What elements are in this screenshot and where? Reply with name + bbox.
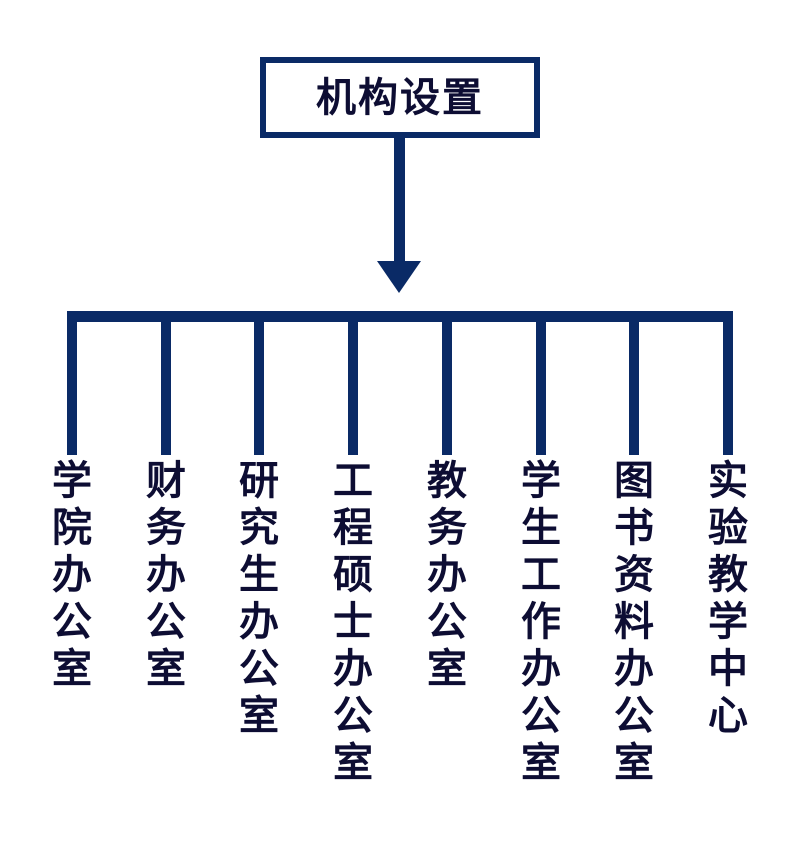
branch-stem-6 [536, 322, 546, 455]
leaf-node-char: 室 [52, 646, 92, 692]
leaf-node-char: 办 [239, 599, 279, 645]
leaf-node-char: 工 [333, 458, 373, 504]
leaf-node-char: 公 [52, 599, 92, 645]
leaf-node-char: 实 [708, 458, 748, 504]
leaf-node-char: 公 [521, 693, 561, 739]
leaf-node-char: 公 [427, 599, 467, 645]
leaf-node-char: 中 [708, 646, 748, 692]
leaf-node-char: 验 [708, 505, 748, 551]
leaf-node-5[interactable]: 教务办公室 [419, 458, 475, 693]
leaf-node-char: 办 [521, 646, 561, 692]
leaf-node-char: 作 [521, 599, 561, 645]
leaf-node-char: 生 [239, 552, 279, 598]
leaf-node-char: 办 [614, 646, 654, 692]
branch-stem-8 [723, 322, 733, 455]
leaf-node-7[interactable]: 图书资料办公室 [606, 458, 662, 787]
leaf-node-char: 室 [614, 740, 654, 786]
leaf-node-char: 硕 [333, 552, 373, 598]
leaf-node-8[interactable]: 实验教学中心 [700, 458, 756, 740]
root-node-label: 机构设置 [316, 74, 484, 121]
leaf-node-char: 办 [427, 552, 467, 598]
leaf-node-char: 教 [708, 552, 748, 598]
arrow-head-icon [377, 261, 421, 293]
leaf-node-char: 室 [146, 646, 186, 692]
leaf-node-char: 公 [146, 599, 186, 645]
branch-stem-3 [254, 322, 264, 455]
leaf-node-char: 生 [521, 505, 561, 551]
leaf-node-char: 士 [333, 599, 373, 645]
leaf-node-char: 书 [614, 505, 654, 551]
leaf-node-char: 办 [333, 646, 373, 692]
leaf-node-6[interactable]: 学生工作办公室 [513, 458, 569, 787]
branch-stem-2 [161, 322, 171, 455]
leaf-node-char: 办 [146, 552, 186, 598]
arrow-stem [394, 138, 405, 264]
leaf-node-char: 务 [146, 505, 186, 551]
leaf-node-4[interactable]: 工程硕士办公室 [325, 458, 381, 787]
leaf-node-char: 务 [427, 505, 467, 551]
leaf-node-char: 室 [427, 646, 467, 692]
branch-stem-1 [67, 322, 77, 455]
branch-stem-5 [442, 322, 452, 455]
leaf-node-char: 学 [521, 458, 561, 504]
leaf-node-3[interactable]: 研究生办公室 [231, 458, 287, 740]
leaf-node-char: 公 [239, 646, 279, 692]
leaf-node-char: 教 [427, 458, 467, 504]
leaf-node-char: 料 [614, 599, 654, 645]
leaf-node-char: 学 [708, 599, 748, 645]
leaf-node-2[interactable]: 财务办公室 [138, 458, 194, 693]
leaf-node-1[interactable]: 学院办公室 [44, 458, 100, 693]
leaf-node-char: 财 [146, 458, 186, 504]
leaf-node-char: 室 [333, 740, 373, 786]
leaf-node-char: 院 [52, 505, 92, 551]
leaf-node-char: 室 [521, 740, 561, 786]
root-node-box[interactable]: 机构设置 [260, 57, 540, 138]
leaf-node-char: 心 [708, 693, 748, 739]
leaf-node-char: 学 [52, 458, 92, 504]
leaf-node-char: 办 [52, 552, 92, 598]
leaf-node-char: 工 [521, 552, 561, 598]
branch-stem-7 [629, 322, 639, 455]
leaf-node-char: 公 [333, 693, 373, 739]
leaf-node-char: 程 [333, 505, 373, 551]
leaf-node-char: 究 [239, 505, 279, 551]
connector-bus-bar [67, 311, 733, 322]
branch-stem-4 [348, 322, 358, 455]
leaf-node-char: 室 [239, 693, 279, 739]
leaf-node-char: 研 [239, 458, 279, 504]
leaf-node-char: 资 [614, 552, 654, 598]
leaf-node-char: 图 [614, 458, 654, 504]
leaf-node-char: 公 [614, 693, 654, 739]
